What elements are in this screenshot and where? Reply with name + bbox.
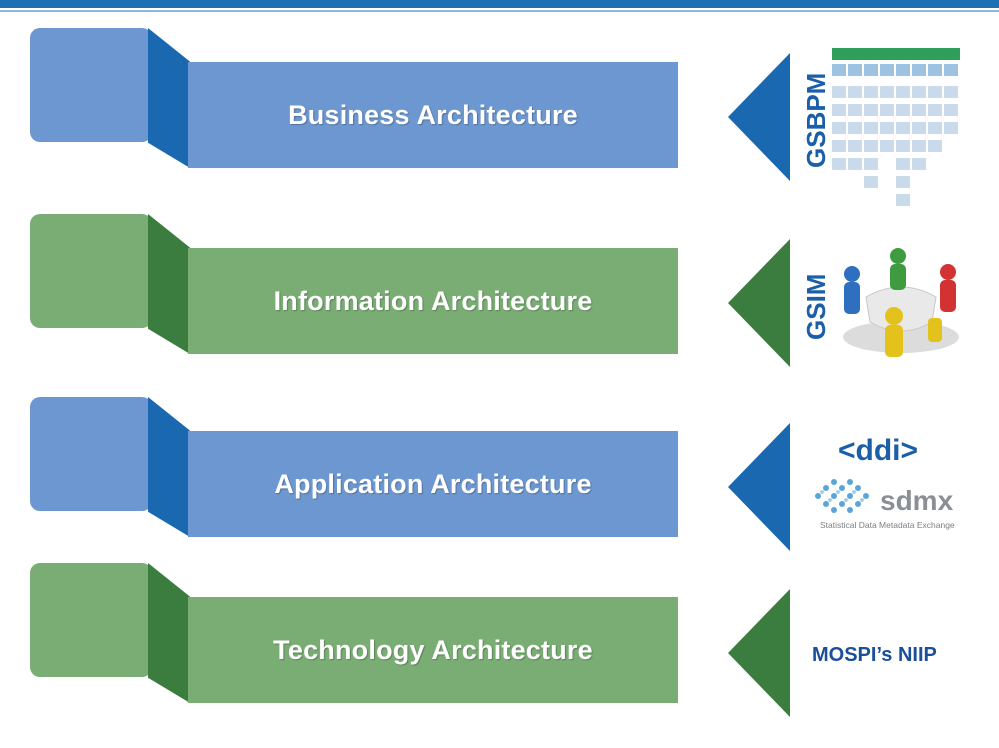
arrow-left-icon — [728, 53, 790, 181]
row-tab — [30, 28, 152, 142]
row-tab — [30, 214, 152, 328]
niip-label: MOSPI’s NIIP — [812, 644, 937, 666]
arrow-left-icon — [728, 589, 790, 717]
row-label: Technology Architecture — [273, 634, 593, 665]
row-tab — [30, 397, 152, 511]
row-band: Application Architecture — [188, 431, 678, 537]
row-fold — [148, 563, 190, 703]
gsbpm-label: GSBPM — [801, 72, 831, 168]
row-fold — [148, 28, 190, 168]
row-label: Business Architecture — [288, 99, 578, 130]
row-band: Business Architecture — [188, 62, 678, 168]
sdmx-subtitle: Statistical Data Metadata Exchange — [820, 520, 955, 530]
arrow-left-icon — [728, 239, 790, 367]
sdmx-logo-text: sdmx — [880, 485, 954, 516]
gsbpm-diagram-icon — [832, 48, 960, 206]
row-band: Technology Architecture — [188, 597, 678, 703]
row-label: Information Architecture — [273, 285, 593, 316]
row-band: Information Architecture — [188, 248, 678, 354]
row-fold — [148, 397, 190, 537]
row-tab — [30, 563, 152, 677]
top-bar — [0, 0, 999, 8]
row-fold — [148, 214, 190, 354]
top-line — [0, 10, 999, 12]
ddi-logo: <ddi> — [838, 434, 919, 467]
puzzle-people-icon — [843, 248, 959, 357]
gsim-label: GSIM — [801, 273, 831, 340]
sdmx-logo-icon — [815, 479, 869, 513]
arrow-left-icon — [728, 423, 790, 551]
row-label: Application Architecture — [274, 468, 592, 499]
